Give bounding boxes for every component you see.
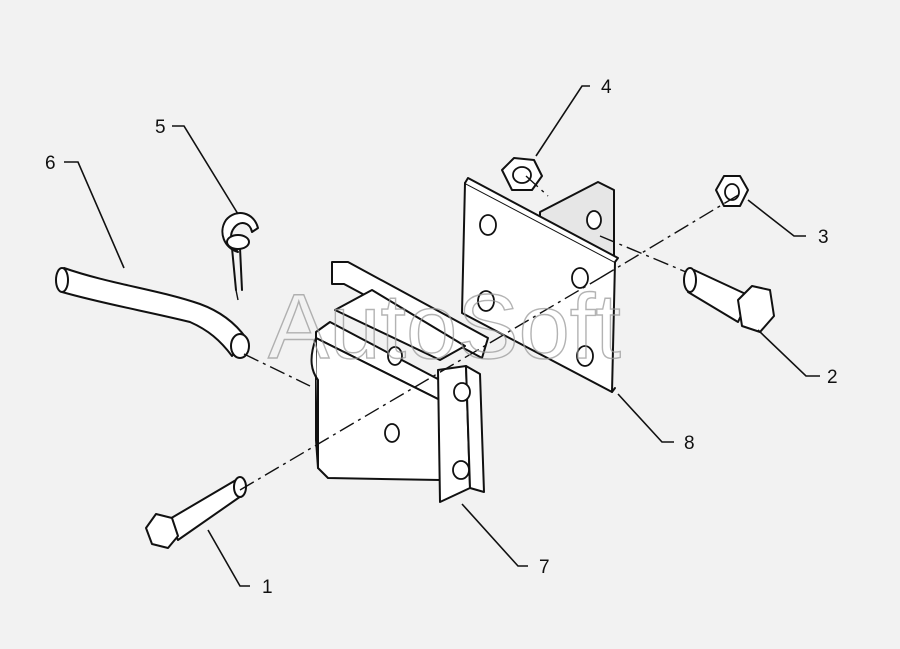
callout-4: 4 (601, 77, 612, 98)
watermark-text: AutoSoft (268, 276, 621, 378)
callout-7: 7 (539, 557, 550, 578)
nut-part-3 (715, 175, 749, 207)
bolt-part-2 (683, 267, 775, 333)
callout-3: 3 (818, 227, 829, 248)
callout-leaders (64, 85, 820, 587)
callout-1: 1 (262, 577, 273, 598)
callout-6: 6 (45, 153, 56, 174)
callout-2: 2 (827, 367, 838, 388)
assembly-center-lines (235, 175, 741, 491)
bolt-part-1 (145, 476, 247, 549)
callout-5: 5 (155, 117, 166, 138)
retaining-clip-part-5 (221, 212, 259, 291)
callout-labels: 1 2 3 4 5 6 7 8 (45, 77, 838, 598)
callout-8: 8 (684, 433, 695, 454)
bracket-part-7 (310, 261, 489, 503)
pin-part-6 (55, 267, 250, 359)
mounting-plate-part-8 (461, 177, 619, 393)
